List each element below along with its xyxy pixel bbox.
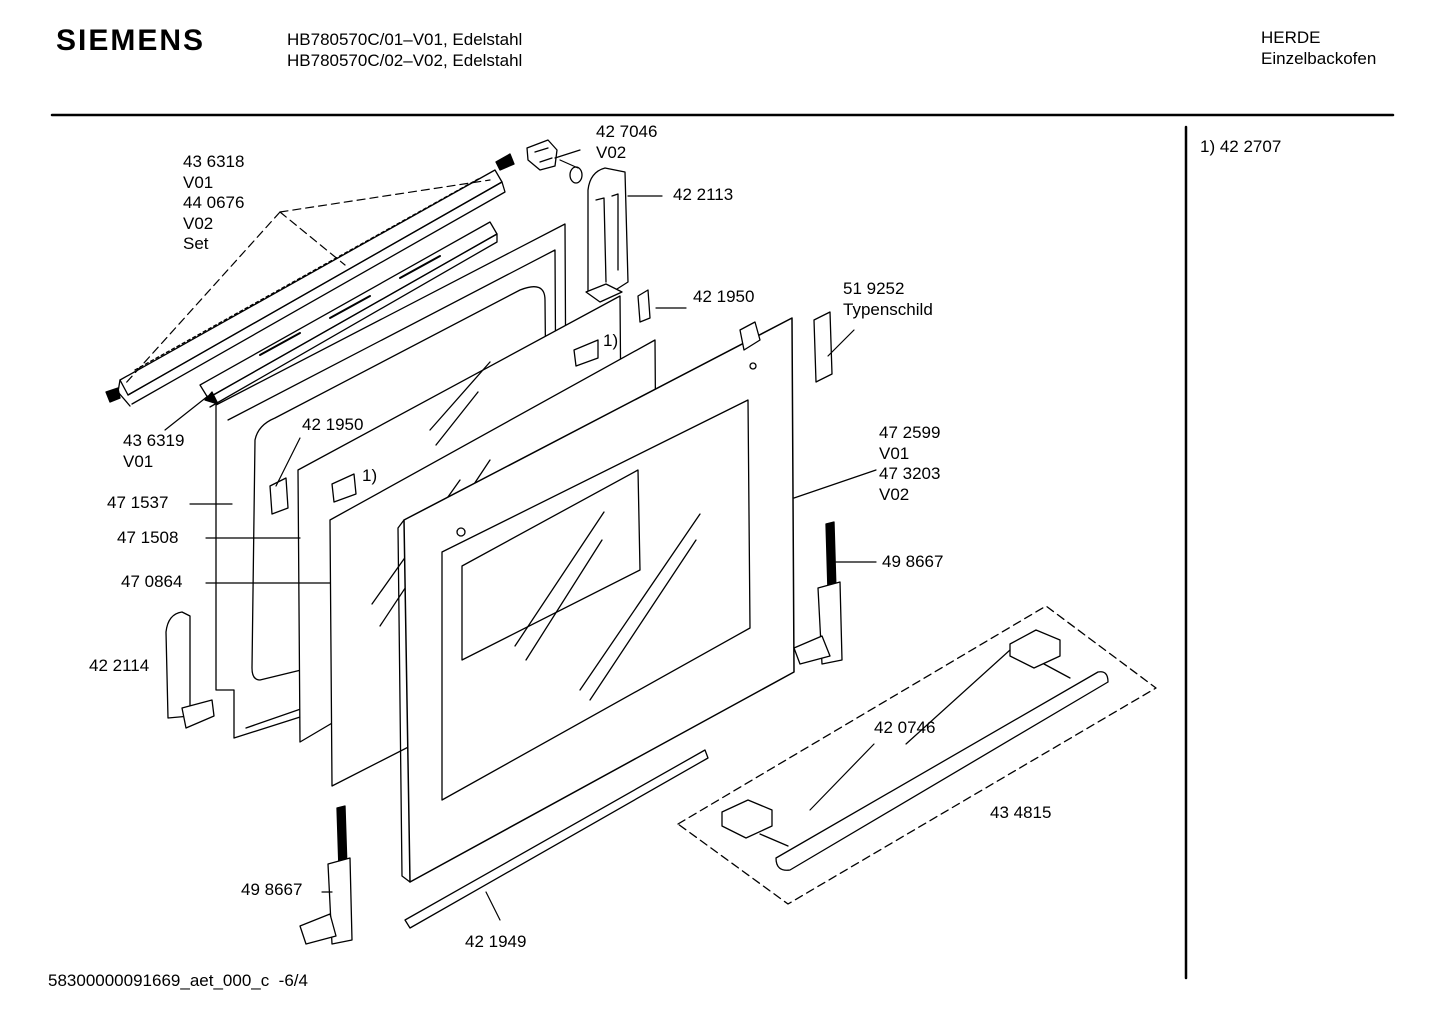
hinge-left-part [299,805,353,945]
drawing-id: 58300000091669_aet_000_c -6/4 [48,971,308,990]
subcategory-title: Einzelbackofen [1261,49,1377,68]
hinge-right-part [793,521,843,665]
vent-bar-part [105,153,515,407]
footnote-marker-2: 1) [362,466,378,485]
label-420746: 42 0746 [874,718,936,737]
footnote: 1) 42 2707 [1200,137,1282,156]
label-470864: 47 0864 [121,572,183,591]
clip-small-1 [637,289,651,323]
label-471537: 47 1537 [107,493,169,512]
label-436319: 43 6319 V01 [123,431,185,471]
label-498667-right: 49 8667 [882,552,944,571]
outer-door-part [397,317,795,883]
clip-small-3 [573,339,599,367]
brand-logo: SIEMENS [56,24,206,57]
label-422113: 42 2113 [673,185,734,204]
label-421950-mid: 42 1950 [302,415,364,434]
label-421950-top: 42 1950 [693,287,755,306]
bracket-left-part [165,611,215,729]
seal-strip-part [404,749,709,929]
clip-small-4 [331,473,357,503]
label-472599: 47 2599 V01 47 3203 V02 [879,423,941,504]
bracket-right-part [585,167,629,303]
leader-lines [124,149,1011,921]
label-434815: 43 4815 [990,803,1052,822]
label-519252: 51 9252 Typenschild [843,279,933,319]
model-line-2: HB780570C/02–V02, Edelstahl [287,51,523,70]
handle-set-boundary [677,605,1157,905]
category-title: HERDE [1261,28,1321,47]
clip-part [526,139,583,184]
label-436318: 43 6318 V01 44 0676 V02 Set [183,152,245,253]
label-422114: 42 2114 [89,656,150,675]
channel-part [199,221,498,408]
label-471508: 47 1508 [117,528,179,547]
handle-part [721,629,1109,871]
label-498667-left: 49 8667 [241,880,303,899]
footnote-marker-1: 1) [603,331,619,350]
label-421949: 42 1949 [465,932,527,951]
type-plate-part [813,311,833,383]
label-427046: 42 7046 V02 [596,122,658,162]
model-line-1: HB780570C/01–V01, Edelstahl [287,30,523,49]
clip-small-2 [269,477,289,515]
